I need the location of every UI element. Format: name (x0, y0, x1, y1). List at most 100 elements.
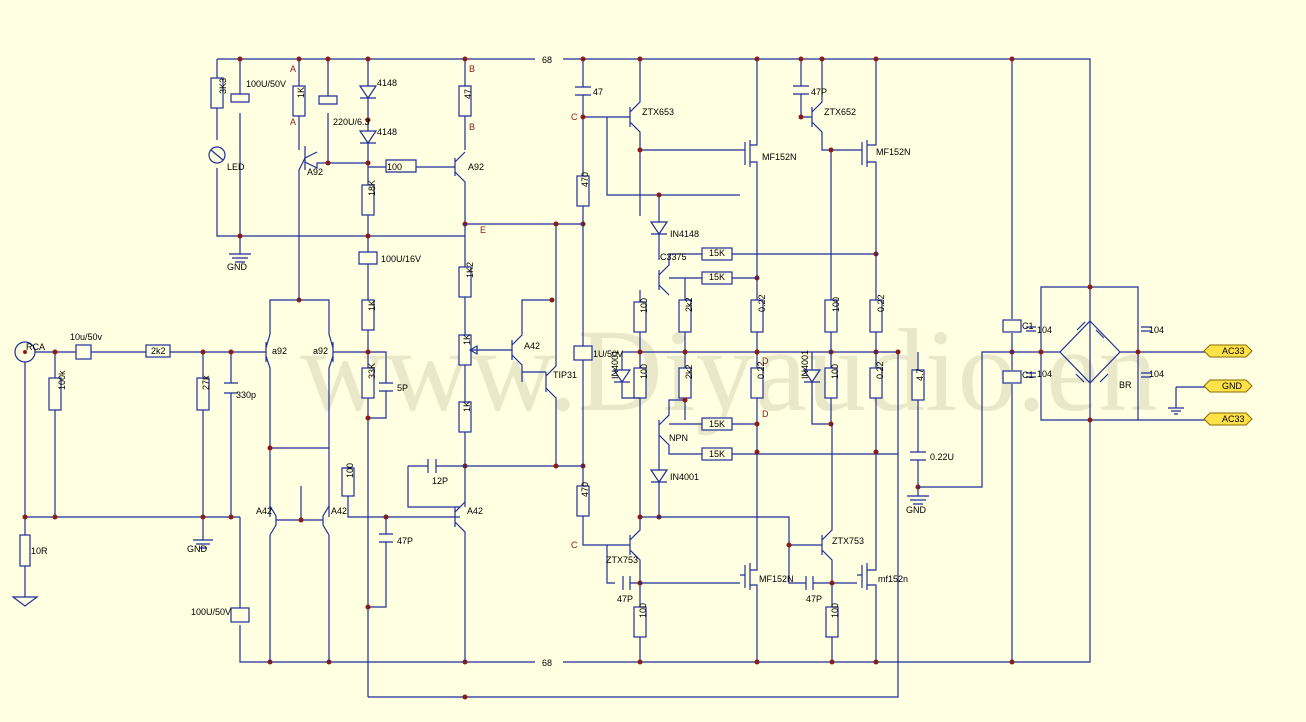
node-b1: B (469, 64, 475, 74)
port-gnd-label: GND (1222, 381, 1243, 391)
c104-2-label: 104 (1037, 369, 1052, 379)
r33k-label: 33K (367, 363, 377, 379)
r1k-a-label: 1K (296, 87, 306, 98)
c47p-l-label: 47P (617, 594, 633, 604)
q-ztx652-label: ZTX652 (824, 107, 856, 117)
r2k2-label: 2k2 (151, 346, 166, 356)
node-b2: B (469, 122, 475, 132)
r15k-1-label: 15K (709, 248, 725, 258)
c330p-label: 330p (236, 390, 256, 400)
d-in4001-3-label: IN4001 (670, 472, 699, 482)
r2k2-b-label: 2k2 (684, 364, 694, 379)
node-a2: A (290, 117, 296, 127)
r022-4-label: 0.22 (875, 361, 885, 379)
c1-2-label: C1 (1022, 370, 1034, 380)
r100-d1-label: 100 (639, 298, 649, 313)
d-in4148-label: IN4148 (670, 229, 699, 239)
r10r-label: 10R (31, 546, 48, 556)
c100u16v-label: 100U/16V (381, 254, 421, 264)
br-label: BR (1119, 380, 1132, 390)
r100-e1-label: 100 (638, 603, 648, 618)
node-c2: C (571, 540, 578, 550)
r100-d4-label: 100 (830, 364, 840, 379)
r1k2-label: 1K2 (465, 262, 475, 278)
c47p-top-label: 47P (811, 87, 827, 97)
r100-d3-label: 100 (831, 297, 841, 312)
q-a92-4-label: a92 (313, 346, 328, 356)
r100-d2-label: 100 (639, 364, 649, 379)
d-in4001-1-label: IN4001 (610, 350, 620, 379)
r18k-label: 18K (367, 180, 377, 196)
r100k-label: 100k (57, 370, 67, 390)
labels: 68 68 100U/50V 3K3 LED GND A A 1K 220U/6… (26, 55, 1245, 668)
node-e: E (480, 225, 486, 235)
r27k-label: 27k (201, 375, 211, 390)
input-stage (11, 157, 460, 665)
rails (217, 58, 1091, 698)
r15k-2-label: 15K (709, 272, 725, 282)
c022u-label: 0.22U (930, 452, 954, 462)
q-npn-label: NPN (669, 433, 688, 443)
r3k3-label: 3K3 (218, 78, 228, 94)
c12p-label: 12P (432, 476, 448, 486)
q-a92-1-label: A92 (307, 167, 323, 177)
c100u50v-bot-label: 100U/50V (191, 607, 231, 617)
r1k-e-label: 1K (462, 334, 472, 345)
c5p-label: 5P (397, 383, 408, 393)
d4148-2-label: 4148 (377, 127, 397, 137)
gnd3-label: GND (906, 505, 927, 515)
q-a42-2-label: A42 (331, 506, 347, 516)
r100-mid-label: 100 (387, 162, 402, 172)
r022-2-label: 0.22 (756, 361, 766, 379)
rca-label: RCA (26, 342, 45, 352)
r022-1-label: 0.22 (757, 294, 767, 312)
r2k2-a-label: 2k2 (684, 297, 694, 312)
c47p-r-label: 47P (806, 594, 822, 604)
q-a92-2-label: A92 (468, 162, 484, 172)
q-mf152n-4-label: mf152n (878, 574, 908, 584)
q-mf152n-1-label: MF152N (762, 152, 797, 162)
r68-bot-label: 68 (542, 658, 552, 668)
r68-top-label: 68 (542, 55, 552, 65)
gnd1-label: GND (227, 262, 248, 272)
r47-b-label: 47 (463, 89, 473, 99)
r470-2-label: 470 (580, 482, 590, 497)
gnd2-label: GND (187, 544, 208, 554)
c47p-fb-label: 47P (397, 536, 413, 546)
c100u50v-top-label: 100U/50V (246, 79, 286, 89)
node-d2: D (762, 409, 769, 419)
c220u-label: 220U/6.3 (333, 117, 370, 127)
vas-stage (208, 56, 583, 700)
c47-top-label: 47 (593, 87, 603, 97)
r100-fb-label: 100 (345, 463, 355, 478)
q-ztx753-1-label: ZTX753 (606, 555, 638, 565)
c1-1-label: C1 (1022, 321, 1034, 331)
q-ztx653-label: ZTX653 (642, 107, 674, 117)
r15k-3-label: 15K (709, 419, 725, 429)
d-in4001-2-label: IN4001 (800, 350, 810, 379)
node-d1: D (762, 356, 769, 366)
power-supply (1002, 56, 1253, 665)
q-a42-3-label: A42 (467, 506, 483, 516)
node-c1: C (571, 112, 578, 122)
q-mf152n-2-label: MF152N (876, 147, 911, 157)
port-ac33-1-label: AC33 (1222, 346, 1245, 356)
led-label: LED (227, 162, 245, 172)
r15k-4-label: 15K (709, 449, 725, 459)
q-ztx753-2-label: ZTX753 (832, 536, 864, 546)
r470-1-label: 470 (580, 172, 590, 187)
q-a42-vas-label: A42 (524, 341, 540, 351)
c1u-label: 1U/50V (593, 349, 623, 359)
d4148-1-label: 4148 (377, 78, 397, 88)
c10u-label: 10u/50v (70, 332, 103, 342)
q-a42-1-label: A42 (256, 506, 272, 516)
r1k-e2-label: 1K (462, 401, 472, 412)
c104-4-label: 104 (1149, 369, 1164, 379)
q-c3375-label: C3375 (660, 252, 687, 262)
r4r7-label: 4.7 (915, 368, 925, 381)
r100-e2-label: 100 (830, 603, 840, 618)
port-ac33-2-label: AC33 (1222, 414, 1245, 424)
q-mf152n-3-label: MF152N (759, 574, 794, 584)
